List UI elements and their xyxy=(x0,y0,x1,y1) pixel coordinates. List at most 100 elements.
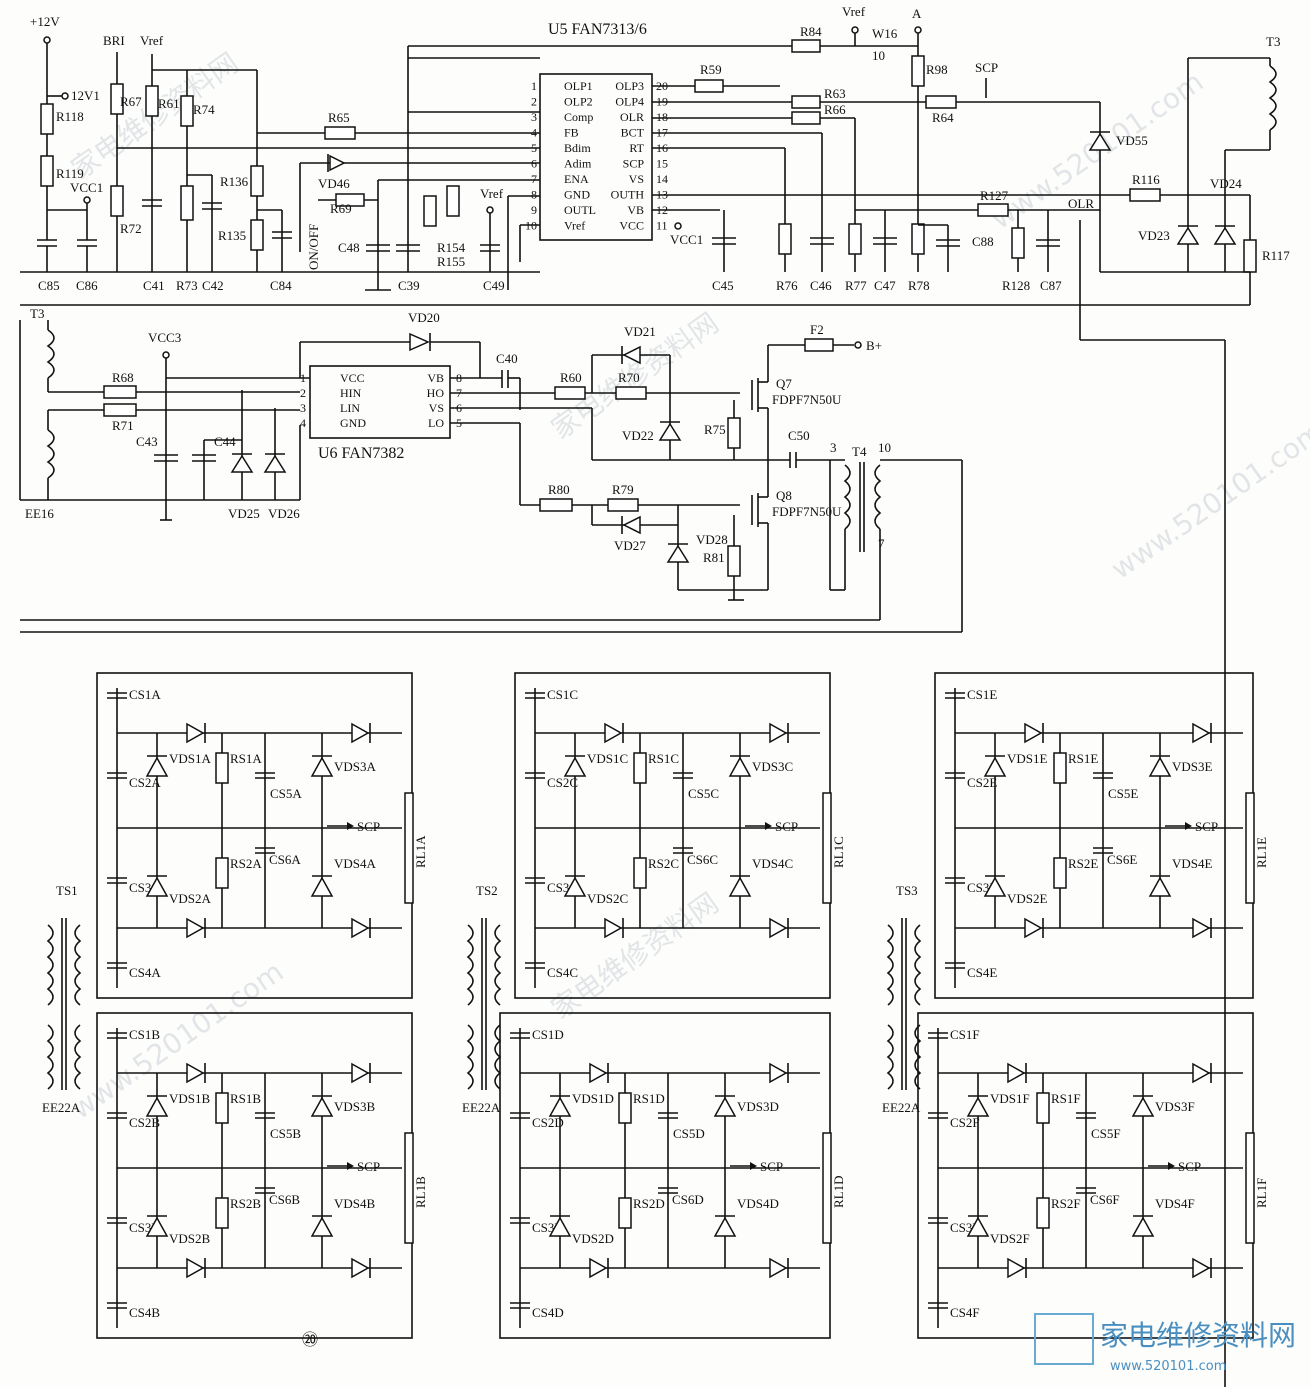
resistor-r60 xyxy=(554,386,586,400)
transformer-t3-secondary xyxy=(46,329,55,379)
resistor-r118 xyxy=(40,103,54,135)
label-vd23: VD23 xyxy=(1138,228,1170,243)
label-ts-core: EE22A xyxy=(462,1100,501,1115)
transformer-t4-secondary xyxy=(874,464,882,530)
label-ts: TS3 xyxy=(896,883,918,898)
u5-pin-name: OLP3 xyxy=(615,79,644,93)
u5-pin-num: 4 xyxy=(531,126,537,140)
resistor xyxy=(1053,857,1067,889)
resistor-r63 xyxy=(791,95,821,109)
label-vcc3: VCC3 xyxy=(148,330,181,345)
diode xyxy=(1131,1096,1155,1117)
label-rs2: RS2B xyxy=(230,1196,261,1211)
diode xyxy=(1024,722,1043,744)
u6-pin-name: VCC xyxy=(340,371,365,385)
u5-pin-name: VCC xyxy=(619,219,644,233)
label-cs5: CS5D xyxy=(673,1126,705,1141)
resistor-r71 xyxy=(103,403,137,417)
label-r155: R155 xyxy=(437,254,465,269)
resistor-r79 xyxy=(607,498,639,512)
diode xyxy=(1192,917,1211,939)
resistor-r61 xyxy=(145,85,159,117)
label-r118: R118 xyxy=(56,109,84,124)
label-vds4: VDS4B xyxy=(334,1196,376,1211)
label-r64: R64 xyxy=(932,110,954,125)
label-rs2: RS2C xyxy=(648,856,679,871)
label-cs5: CS5F xyxy=(1091,1126,1121,1141)
diode xyxy=(713,1216,737,1237)
label-cs2: CS2E xyxy=(967,775,997,790)
label-scp: SCP xyxy=(775,819,798,834)
ballast-modules: CS1ACS2ACS3ACS4AVDS1AVDS2AVDS3AVDS4ARS1A… xyxy=(42,672,1269,1339)
diode xyxy=(1007,1062,1026,1084)
label-cs5: CS5E xyxy=(1108,786,1138,801)
label-scp: SCP xyxy=(760,1159,783,1174)
resistor-r69 xyxy=(335,193,365,207)
resistor-r78 xyxy=(911,223,925,255)
label-cs1: CS1B xyxy=(129,1027,160,1042)
diode xyxy=(563,756,587,777)
diode xyxy=(310,1216,334,1237)
diode xyxy=(548,1096,572,1117)
label-c50: C50 xyxy=(788,428,810,443)
resistor-r65 xyxy=(324,126,356,140)
ballast-module: CS1ACS2ACS3ACS4AVDS1AVDS2AVDS3AVDS4ARS1A… xyxy=(96,672,428,999)
resistor-r66 xyxy=(791,111,821,125)
label-vd28: VD28 xyxy=(696,532,728,547)
watermark-layer: 家电维修资料网 www.520101.com 家电维修资料网 www.52010… xyxy=(65,46,1310,1125)
u5-pin-name: Adim xyxy=(564,157,592,171)
resistor-r98 xyxy=(911,55,925,87)
diode xyxy=(604,722,623,744)
resistor-r73 xyxy=(180,185,194,221)
transformer-t3-winding xyxy=(1268,65,1277,131)
u5-pin-name: OLP4 xyxy=(615,95,644,109)
resistor-r84 xyxy=(791,39,821,53)
resistor-r68 xyxy=(103,385,137,399)
label-c49: C49 xyxy=(483,278,505,293)
u5-pin-name: Bdim xyxy=(564,141,591,155)
label-cs4: CS4B xyxy=(129,1305,160,1320)
label-vref-r84: Vref xyxy=(842,4,866,19)
diode-vd24 xyxy=(1213,226,1237,245)
label-t4-pin3: 3 xyxy=(830,440,837,455)
u6-pin-name: VS xyxy=(429,401,444,415)
label-r117: R117 xyxy=(1262,248,1290,263)
u5-pin-num: 11 xyxy=(656,219,668,233)
label-c41: C41 xyxy=(143,278,165,293)
label-r72: R72 xyxy=(120,221,142,236)
label-vds3: VDS3D xyxy=(737,1099,779,1114)
logo-url: www.520101.com xyxy=(1110,1359,1226,1374)
label-r78: R78 xyxy=(908,278,930,293)
u5-pin-name: FB xyxy=(564,126,579,140)
u6-pin-name: VB xyxy=(427,371,444,385)
resistor xyxy=(215,1197,229,1229)
label-r59: R59 xyxy=(700,62,722,77)
diode xyxy=(589,1257,608,1279)
label-r98: R98 xyxy=(926,62,948,77)
label-r75: R75 xyxy=(704,422,726,437)
transformer-t4-primary xyxy=(843,464,851,530)
label-r65: R65 xyxy=(328,110,350,125)
label-vds1: VDS1E xyxy=(1007,751,1048,766)
resistor-r70 xyxy=(615,386,647,400)
resistor-r81 xyxy=(727,545,741,577)
label-r154: R154 xyxy=(437,240,466,255)
resistor-r76 xyxy=(778,223,792,255)
label-bplus: B+ xyxy=(866,338,882,353)
label-cs1: CS1F xyxy=(950,1027,980,1042)
diode xyxy=(1192,1257,1211,1279)
label-on-off[interactable]: ON/OFF xyxy=(306,224,321,270)
label-vd20: VD20 xyxy=(408,310,440,325)
label-vds3: VDS3A xyxy=(334,759,377,774)
label-cs5: CS5B xyxy=(270,1126,301,1141)
u5-pin-name: ENA xyxy=(564,172,589,186)
u5-pin-name: OLP1 xyxy=(564,79,593,93)
diode xyxy=(604,917,623,939)
ic-u6 xyxy=(309,365,451,439)
diode xyxy=(769,917,788,939)
diode-vd22 xyxy=(658,422,682,441)
label-vd21: VD21 xyxy=(624,324,656,339)
